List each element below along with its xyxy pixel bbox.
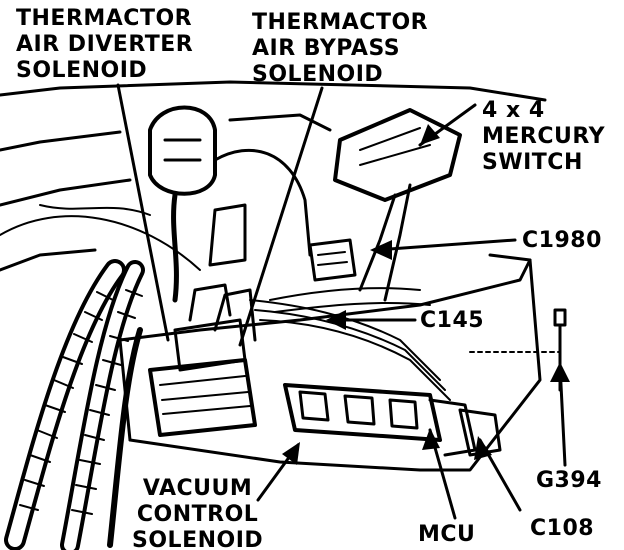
callout-line: AIR BYPASS xyxy=(252,36,401,61)
callout-line: SOLENOID xyxy=(252,62,384,87)
arrow-c108 xyxy=(474,436,492,460)
callout-vacuum-control-solenoid: VACUUM CONTROL SOLENOID xyxy=(132,476,263,550)
arrow-mercury-switch xyxy=(420,124,440,145)
callout-g394: G394 xyxy=(536,468,602,494)
arrow-c1980 xyxy=(370,240,392,260)
mercury-switch-body xyxy=(333,108,462,302)
callout-mcu: MCU xyxy=(418,522,475,548)
callout-line: SOLENOID xyxy=(132,528,264,550)
callout-line: G394 xyxy=(536,468,602,493)
leader-air-bypass xyxy=(238,86,324,347)
solenoid-neck xyxy=(163,138,202,162)
callout-line: C145 xyxy=(420,308,485,333)
callout-line: SWITCH xyxy=(482,150,583,175)
solenoid-bracket xyxy=(208,203,247,267)
fender-outline xyxy=(0,80,547,102)
block-upper xyxy=(228,113,332,132)
callout-line: C108 xyxy=(530,516,595,541)
wire-bundle xyxy=(249,287,451,401)
mcu-module xyxy=(283,383,477,457)
hose-ribs xyxy=(19,289,143,515)
firewall-line xyxy=(0,130,122,152)
callout-line: VACUUM xyxy=(142,476,253,501)
callout-thermactor-air-diverter-solenoid: THERMACTOR AIR DIVERTER SOLENOID xyxy=(16,6,193,84)
block-curve xyxy=(213,148,312,257)
callout-line: AIR DIVERTER xyxy=(16,32,194,57)
callout-line: THERMACTOR xyxy=(16,6,193,31)
c1980-connector xyxy=(308,238,357,282)
callout-c1980: C1980 xyxy=(522,228,602,254)
callout-4x4-mercury-switch: 4 x 4 MERCURY SWITCH xyxy=(482,98,605,176)
c108-connector xyxy=(458,408,502,457)
callout-c108: C108 xyxy=(530,516,594,542)
callout-line: 4 x 4 xyxy=(482,98,545,123)
vacuum-control-solenoid-block xyxy=(148,283,257,437)
leader-c1980 xyxy=(373,238,517,252)
callout-line: SOLENOID xyxy=(16,58,148,83)
callout-thermactor-air-bypass-solenoid: THERMACTOR AIR BYPASS SOLENOID xyxy=(252,10,428,88)
mounting-base-front xyxy=(128,258,542,472)
callout-line: MCU xyxy=(418,522,476,547)
harness-left xyxy=(4,259,145,550)
arrow-mcu xyxy=(422,428,440,450)
callout-line: CONTROL xyxy=(136,502,259,527)
arrow-vacuum-control xyxy=(282,442,300,465)
solenoid-body xyxy=(148,105,217,196)
callout-line: THERMACTOR xyxy=(252,10,429,35)
callout-line: C1980 xyxy=(522,228,602,253)
harness-wire xyxy=(0,215,201,271)
inner-fender xyxy=(0,178,132,207)
harness-wire xyxy=(39,204,151,216)
arrowheads xyxy=(282,124,570,465)
left-fender-panel xyxy=(0,248,97,272)
callout-c145: C145 xyxy=(420,308,484,334)
leader-air-diverter xyxy=(116,83,170,342)
air-pump-hose xyxy=(171,192,179,303)
arrow-c145 xyxy=(326,310,346,330)
callout-line: MERCURY xyxy=(482,124,606,149)
arrow-g394 xyxy=(550,362,570,382)
